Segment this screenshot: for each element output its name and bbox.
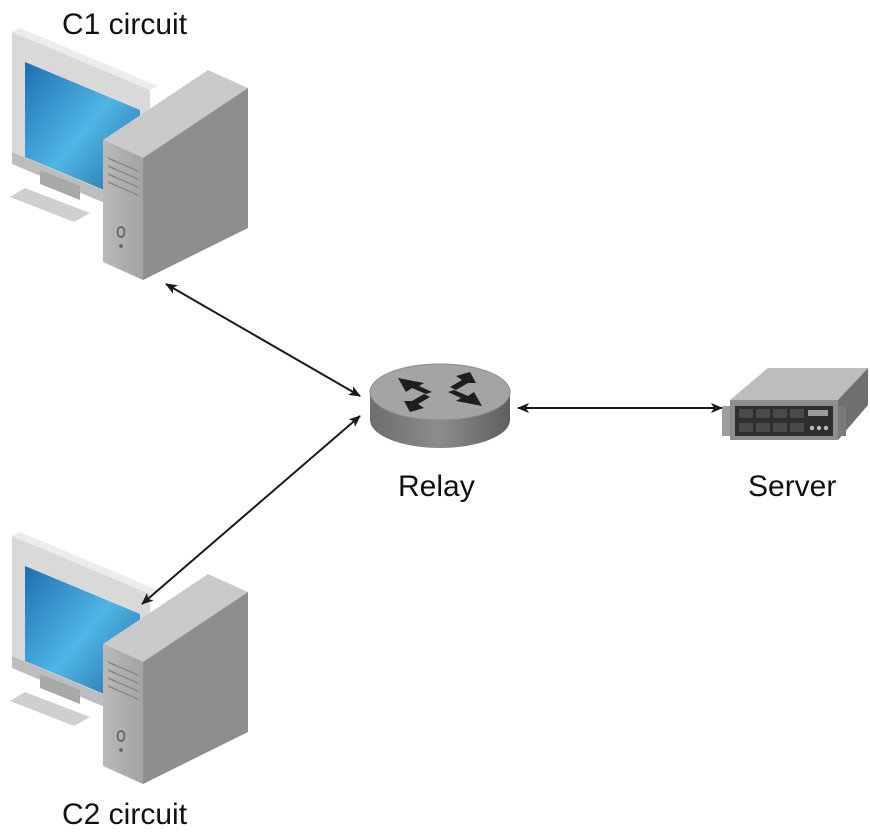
relay-label: Relay	[398, 470, 475, 503]
rack-server-icon	[722, 368, 868, 440]
router-icon	[369, 363, 511, 448]
c2-label: C2 circuit	[62, 798, 188, 831]
c1-computer-icon	[9, 27, 249, 281]
c2-computer-icon	[9, 531, 249, 785]
link-c2-relay	[141, 415, 361, 605]
c1-label: C1 circuit	[62, 8, 188, 41]
link-c1-relay	[165, 283, 361, 397]
server-label: Server	[748, 470, 837, 503]
